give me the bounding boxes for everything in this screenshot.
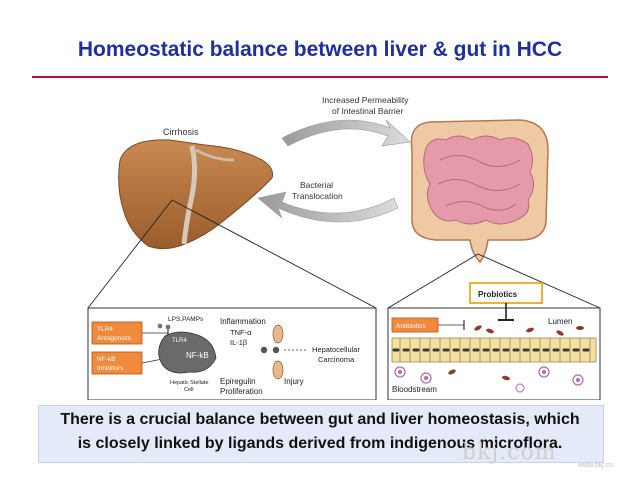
nfkb-inhibitors-label-1: NF-kB — [97, 356, 115, 363]
caption-line-2: is closely linked by ligands derived fro… — [77, 435, 563, 452]
epiregulin-label-2: Proliferation — [220, 387, 263, 396]
translocation-arrows: Increased Permeability of Intestinal Bar… — [257, 95, 411, 223]
bacterial-label-1: Bacterial — [300, 180, 333, 190]
nfkb-label: NF-kB — [186, 351, 209, 360]
caption-line-1: There is a crucial balance between gut a… — [60, 411, 580, 428]
lps-label: LPS,PAMPs — [168, 316, 204, 323]
blood-cells — [394, 366, 584, 393]
tlr4-antagonists-label-2: Antagonists — [97, 335, 132, 342]
caption-box — [38, 405, 604, 463]
slide-title: Homeostatic balance between liver & gut … — [77, 38, 563, 61]
epiregulin-label-1: Epiregulin — [220, 377, 256, 386]
caption: There is a crucial balance between gut a… — [38, 408, 602, 456]
gut-detail-panel: Probiotics Antibiotics Lumen — [387, 282, 601, 400]
antibiotics-label: Antibiotics — [396, 323, 426, 330]
bloodstream-label: Bloodstream — [392, 385, 437, 394]
permeability-label-2: of Intestinal Barrier — [332, 106, 404, 116]
bacterial-label-2: Translocation — [292, 191, 343, 201]
nfkb-inhibitors-label-2: Inhibitors — [97, 365, 124, 372]
tlr4-label: TLR4 — [172, 338, 187, 344]
title-divider — [32, 76, 608, 78]
lumen-label: Lumen — [548, 317, 572, 326]
watermark-url: www.bkj.cn — [578, 462, 614, 469]
hcc-label-2: Carcinoma — [318, 355, 355, 364]
liver-gut-diagram: Cirrhosis Increased Permeability of Inte… — [87, 95, 601, 400]
stellate-cell — [158, 331, 217, 374]
tnf-label: TNF-α — [230, 328, 252, 337]
stellate-label-1: Hepatic Stellate — [170, 380, 209, 386]
hcc-label-1: Hepatocellular — [312, 345, 360, 354]
injury-label: Injury — [284, 377, 304, 386]
stellate-label-2: Cell — [184, 387, 193, 393]
tlr4-antagonists-label-1: TLR4 — [97, 326, 113, 333]
permeability-label-1: Increased Permeability — [322, 95, 409, 105]
probiotics-label: Probiotics — [478, 290, 518, 299]
il1b-label: IL-1β — [230, 338, 248, 347]
liver-detail-panel: TLR4 Antagonists NF-kB Inhibitors LPS,PA… — [87, 307, 377, 400]
watermark: bkj.com — [462, 440, 557, 465]
bacteria — [448, 325, 584, 381]
epithelial-layer — [391, 337, 597, 363]
zoom-lines — [87, 199, 601, 309]
intestine-illustration — [410, 119, 549, 264]
liver-illustration: Cirrhosis — [118, 127, 273, 250]
inflammation-label: Inflammation — [220, 317, 266, 326]
cirrhosis-label: Cirrhosis — [163, 127, 199, 137]
